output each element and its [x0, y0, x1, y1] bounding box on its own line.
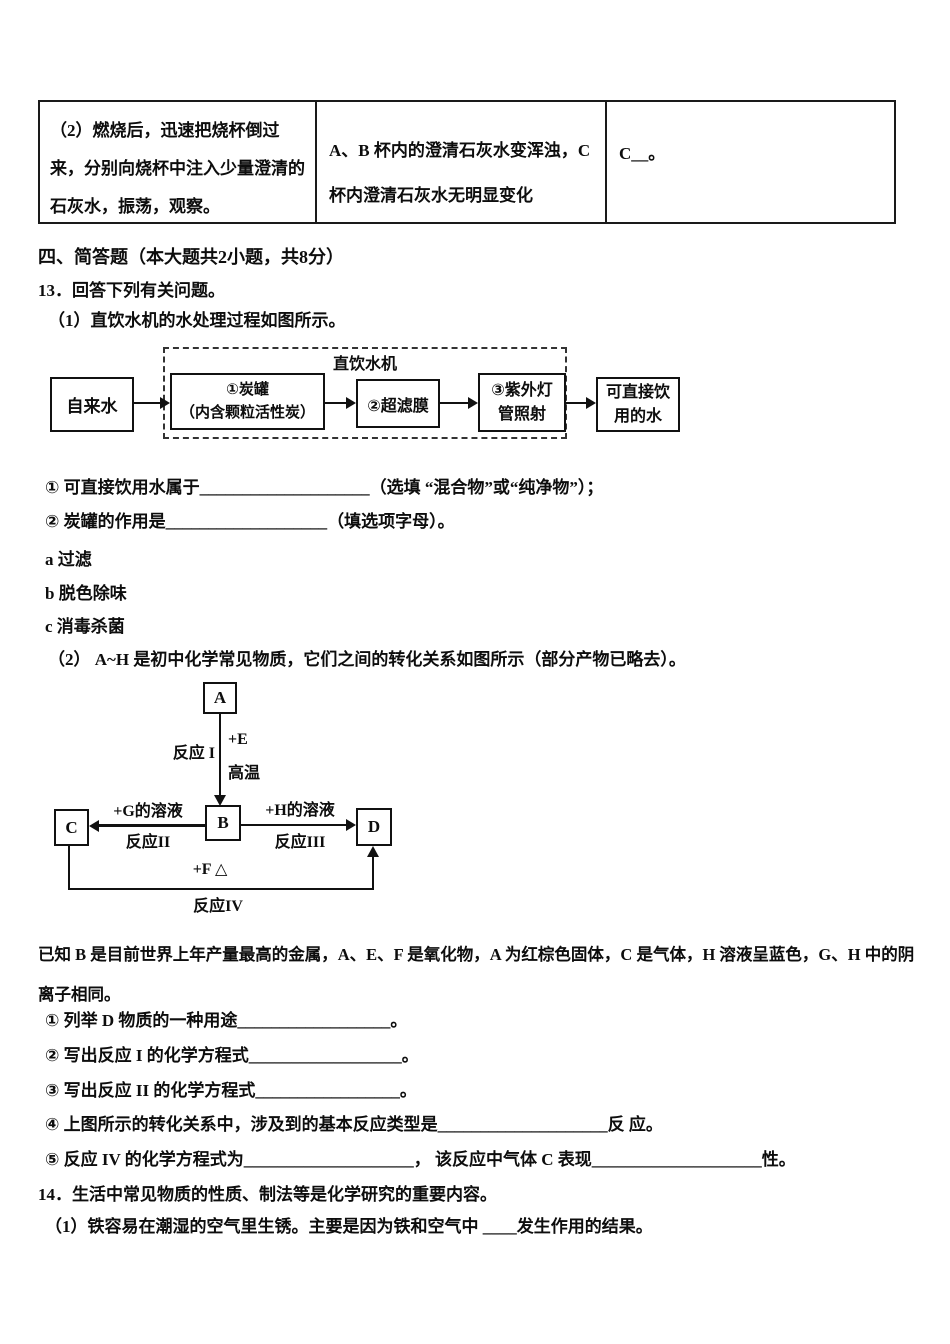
section-heading: 四、简答题（本大题共2小题，共8分）: [38, 247, 344, 267]
flow-arrow-4-icon: [586, 397, 596, 409]
table-cell-phenomenon: A、B 杯内的澄清石灰水变浑浊，C 杯内澄清石灰水无明显变化: [317, 102, 607, 222]
flow-arrow-2-icon: [346, 397, 356, 409]
q13-intro: 13．回答下列有关问题。: [38, 281, 225, 300]
diagram-node-c: C: [54, 809, 89, 846]
flow-box-ultrafilter: ②超滤膜: [356, 379, 440, 428]
q13-2-sub1: ① 列举 D 物质的一种用途__________________。: [45, 1011, 408, 1030]
q13-2-sub2: ② 写出反应 I 的化学方程式__________________。: [45, 1046, 419, 1065]
q13-1-blank2: ② 炭罐的作用是___________________（填选项字母）。: [45, 512, 455, 531]
flow-box-carbon: ①炭罐 （内含颗粒活性炭）: [170, 373, 325, 430]
flow-box-output-line1: 可直接饮: [605, 383, 670, 401]
diagram-rxn4-bottom: 反应IV: [193, 898, 243, 915]
flow-box-carbon-line2: （内含颗粒活性炭）: [179, 404, 315, 421]
q13-1-option-b: b 脱色除味: [45, 584, 127, 603]
flow-arrow-1-line: [134, 402, 160, 404]
diagram-arrow-rxn3-line: [241, 824, 348, 826]
diagram-rxn4-right-line: [372, 855, 374, 890]
q13-2-sub3: ③ 写出反应 II 的化学方程式_________________。: [45, 1081, 417, 1100]
diagram-node-a: A: [203, 682, 237, 714]
diagram-node-d: D: [356, 808, 392, 846]
diagram-node-d-label: D: [367, 817, 381, 836]
flow-box-source: 自来水: [50, 377, 134, 432]
table-cell-procedure: （2）燃烧后，迅速把烧杯倒过来，分别向烧杯中注入少量澄清的石灰水，振荡，观察。: [40, 102, 317, 222]
q13-2-known-text: 已知 B 是目前世界上年产量最高的金属，A、E、F 是氧化物，A 为红棕色固体，…: [38, 945, 915, 1004]
diagram-node-b: B: [205, 805, 241, 841]
diagram-rxn3-top: +H的溶液: [265, 802, 335, 819]
q13-1-blank1: ① 可直接饮用水属于____________________（选填 “混合物”或…: [45, 478, 604, 497]
flow-box-uv-line2: 管照射: [497, 405, 546, 423]
diagram-rxn1-cond1: +E: [228, 731, 248, 748]
diagram-arrow-rxn1-icon: [214, 795, 226, 806]
diagram-arrow-rxn2-icon: [89, 820, 99, 832]
experiment-table: （2）燃烧后，迅速把烧杯倒过来，分别向烧杯中注入少量澄清的石灰水，振荡，观察。 …: [38, 100, 896, 224]
q13-1-option-c: c 消毒杀菌: [45, 617, 125, 636]
flow-dashed-frame: [163, 347, 567, 439]
flow-box-carbon-line1: ①炭罐: [226, 381, 269, 398]
diagram-rxn2-bottom: 反应II: [125, 834, 171, 851]
q13-2-sub5: ⑤ 反应 IV 的化学方程式为____________________， 该反应…: [45, 1150, 796, 1169]
flow-arrow-2-line: [325, 402, 347, 404]
flow-arrow-3-icon: [468, 397, 478, 409]
diagram-arrow-rxn3-icon: [346, 819, 356, 831]
diagram-rxn3-bottom: 反应III: [274, 834, 326, 851]
flow-title: 直饮水机: [332, 356, 397, 373]
table-cell-conclusion: C__。: [619, 144, 666, 163]
flow-box-uv: ③紫外灯 管照射: [478, 373, 566, 432]
diagram-rxn2-top: +G的溶液: [113, 803, 183, 820]
q13-2-sub4: ④ 上图所示的转化关系中，涉及到的基本反应类型是________________…: [45, 1115, 663, 1134]
q13-1-intro: （1）直饮水机的水处理过程如图所示。: [48, 311, 346, 330]
diagram-arrow-rxn1-line: [219, 714, 221, 798]
flow-arrow-3-line: [440, 402, 469, 404]
diagram-arrow-rxn4-icon: [367, 846, 379, 857]
q14-sub1: （1）铁容易在潮湿的空气里生锈。主要是因为铁和空气中 ____发生作用的结果。: [45, 1217, 653, 1236]
diagram-arrow-rxn2-line: [98, 824, 205, 827]
diagram-rxn4-top: +F △: [192, 861, 228, 878]
q14-intro: 14．生活中常见物质的性质、制法等是化学研究的重要内容。: [38, 1185, 497, 1204]
diagram-node-a-label: A: [213, 688, 227, 707]
diagram-node-b-label: B: [217, 813, 229, 832]
flow-box-output: 可直接饮 用的水: [596, 377, 680, 432]
flow-arrow-1-icon: [160, 397, 170, 409]
q13-2-intro: （2） A~H 是初中化学常见物质，它们之间的转化关系如图所示（部分产物已略去）…: [48, 650, 686, 669]
flow-box-output-line2: 用的水: [613, 407, 662, 425]
diagram-rxn1-label: 反应 I: [172, 745, 215, 762]
flow-box-source-label: 自来水: [66, 397, 118, 416]
diagram-rxn4-bottom-line: [68, 888, 374, 890]
flow-box-ultrafilter-label: ②超滤膜: [367, 397, 429, 415]
flow-arrow-4-line: [566, 402, 587, 404]
diagram-rxn1-cond2: 高温: [228, 765, 261, 782]
q13-1-option-a: a 过滤: [45, 550, 92, 569]
diagram-node-c-label: C: [65, 817, 78, 837]
diagram-rxn4-left-line: [68, 846, 70, 890]
flow-box-uv-line1: ③紫外灯: [491, 381, 553, 399]
